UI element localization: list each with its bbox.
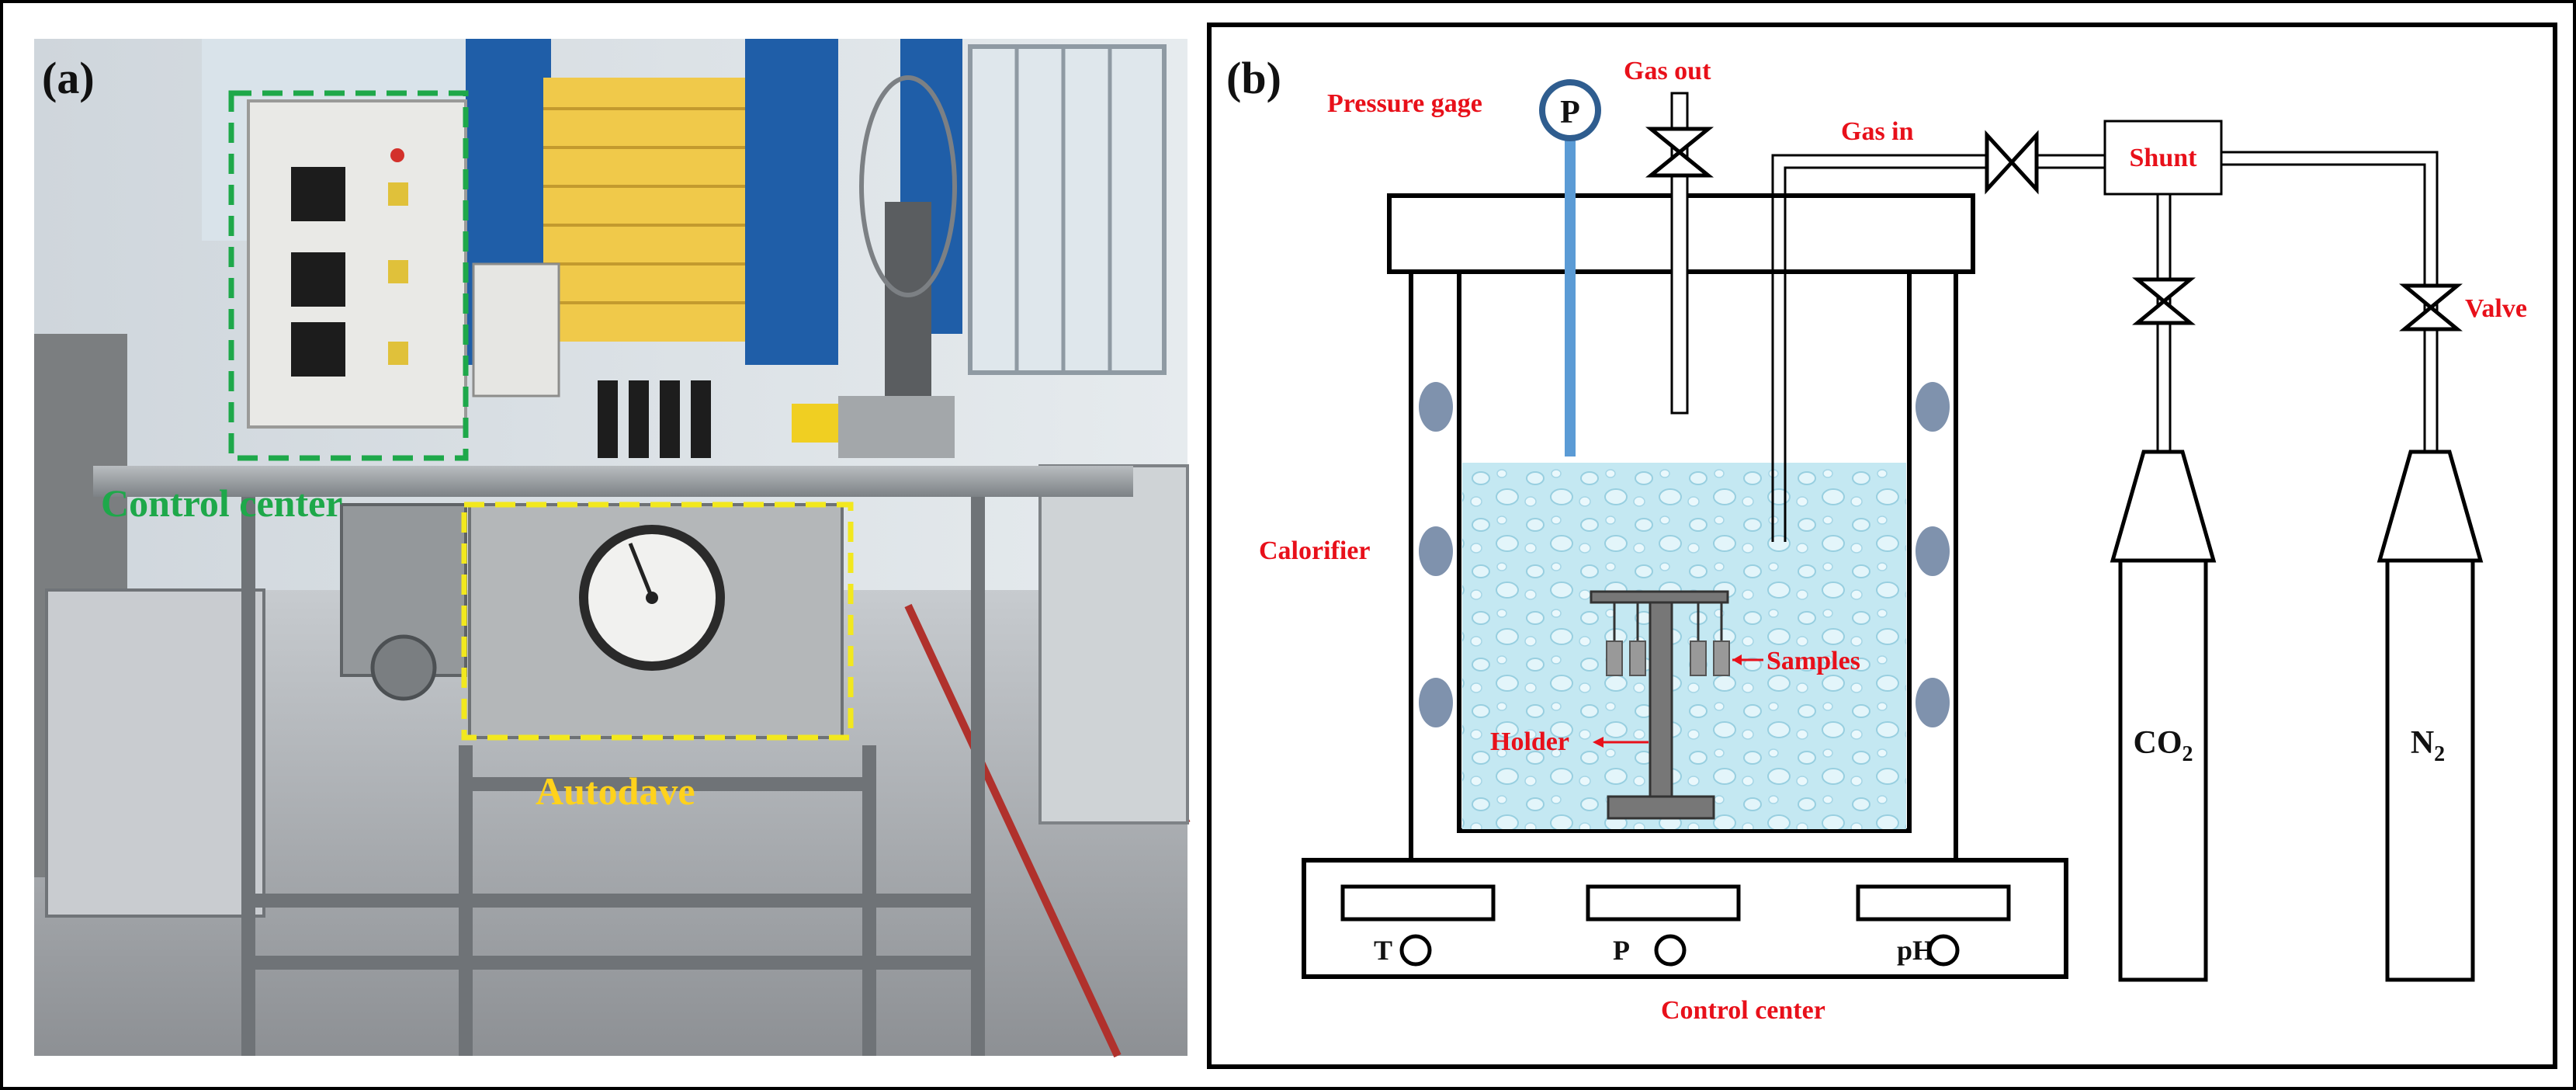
co2-label: CO2 <box>2134 725 2193 766</box>
co2-valve-icon <box>2132 277 2196 325</box>
gas-in-valve-icon <box>1985 130 2039 195</box>
panel-b-schematic: (b) P Pressure gage Gas out Gas i <box>1207 23 2557 1069</box>
gas-out-valve-icon <box>1645 127 1714 178</box>
calorifier-heaters <box>1419 382 1950 727</box>
n2-label: N2 <box>2411 725 2445 766</box>
panel-a-photo: (a) Control center Autodave <box>34 39 1191 1058</box>
control-t-label: T <box>1374 935 1392 966</box>
control-p-knob-icon <box>1654 934 1687 967</box>
control-ph-knob-icon <box>1927 934 1960 967</box>
liquid-solution <box>1462 463 1906 829</box>
shunt-box <box>2103 120 2223 196</box>
shunt-label: Shunt <box>2130 144 2198 172</box>
control-center-highlight <box>228 90 469 461</box>
n2-cylinder <box>2377 450 2484 982</box>
co2-cylinder <box>2110 450 2217 982</box>
pressure-gage-label: Pressure gage <box>1327 89 1482 118</box>
control-p-label: P <box>1613 935 1630 966</box>
autoclave-highlight <box>461 502 854 741</box>
control-center-label-b: Control center <box>1661 996 1825 1025</box>
control-center-label: Control center <box>101 481 342 525</box>
panel-b-label: (b) <box>1226 53 1281 103</box>
panel-a-label: (a) <box>42 53 95 103</box>
gas-out-label: Gas out <box>1624 57 1711 85</box>
gas-in-label: Gas in <box>1841 117 1914 146</box>
n2-valve-icon <box>2399 283 2463 332</box>
holder-label: Holder <box>1490 727 1569 756</box>
sample-holder <box>1590 590 1730 820</box>
pressure-symbol: P <box>1560 95 1580 130</box>
pressure-gage-icon <box>1539 79 1601 141</box>
control-t-knob-icon <box>1399 934 1432 967</box>
valve-label: Valve <box>2465 294 2527 323</box>
samples-label: Samples <box>1766 647 1860 675</box>
autoclave-label: Autodave <box>536 769 695 813</box>
calorifier-label: Calorifier <box>1259 536 1371 565</box>
